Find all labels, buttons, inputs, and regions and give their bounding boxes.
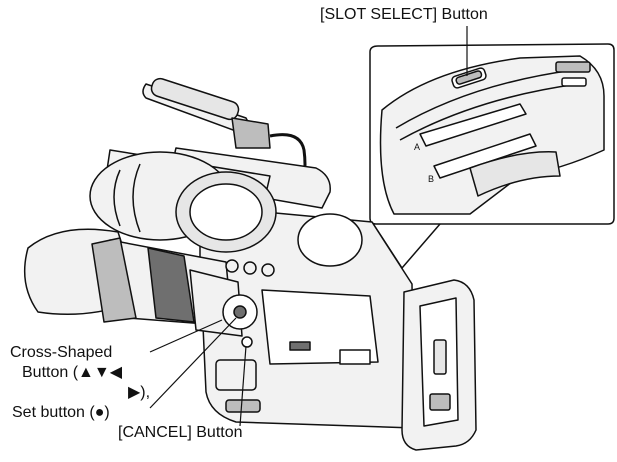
top-dial-2 [243, 261, 257, 275]
cancel-button[interactable] [241, 336, 253, 348]
top-dial-1 [225, 259, 239, 273]
viewfinder-ring [189, 183, 263, 241]
slot-a-mark: A [414, 142, 420, 152]
top-dial-3 [261, 263, 275, 277]
viewfinder-rings [113, 163, 141, 233]
slot-select-button-inner [455, 70, 483, 85]
inset-indicator-2 [561, 77, 587, 87]
slot-select-label: [SLOT SELECT] Button [320, 6, 488, 23]
cross-shaped-label-line1: Cross-Shaped [10, 344, 113, 361]
lower-switches [215, 359, 257, 391]
set-button-label: Set button (●) [12, 404, 110, 421]
side-slot [339, 349, 371, 365]
mic-clamp [231, 117, 271, 149]
cross-shaped-label-line3: ▶), [128, 384, 151, 401]
leader-cancel [239, 345, 247, 427]
inset-ridge-2 [399, 83, 579, 141]
cross-shaped-label-line2: Button (▲▼◀ [22, 364, 123, 381]
slot-cover [469, 151, 561, 197]
card-slot-b [433, 133, 537, 179]
inset-slot-panel [379, 55, 605, 215]
rear-eyepiece [297, 213, 363, 267]
leader-set [149, 317, 237, 409]
lens-focus-ring [91, 237, 137, 323]
inset-ridge [395, 69, 575, 129]
microphone-grille [150, 77, 240, 121]
cancel-button-label: [CANCEL] Button [118, 424, 243, 441]
battery-contact [429, 393, 451, 411]
battery-mount-slot [433, 339, 447, 375]
lens-zoom-ring [147, 247, 195, 323]
slot-b-mark: B [428, 174, 434, 184]
inset-indicator-1 [555, 61, 591, 73]
card-slot-a [419, 103, 527, 147]
set-button[interactable] [233, 305, 247, 319]
brand-badge [289, 341, 311, 351]
leader-cross [149, 319, 223, 353]
bottom-foot [225, 399, 261, 413]
